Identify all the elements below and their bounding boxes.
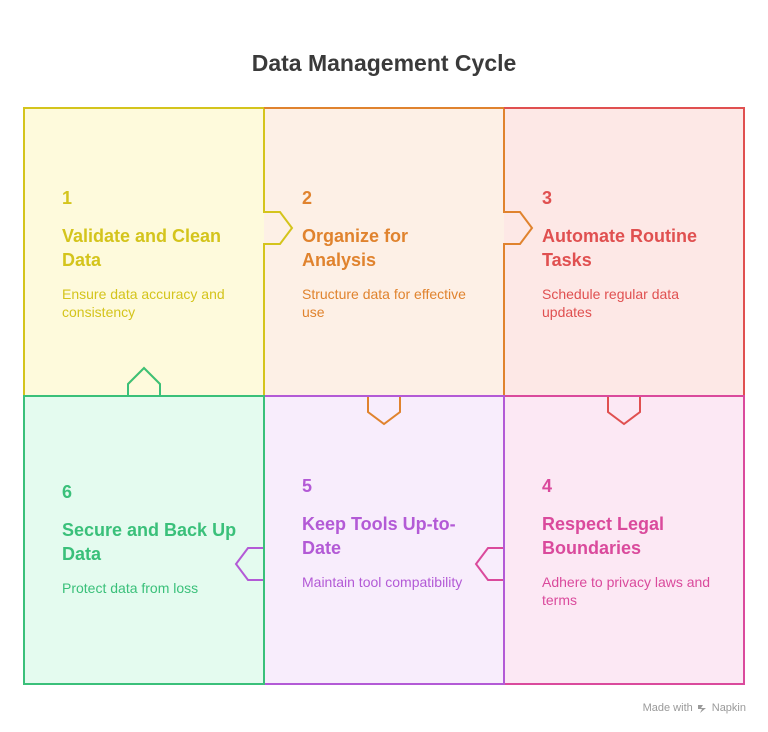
- napkin-watermark: Made with Napkin: [643, 702, 746, 714]
- cell-bg-1: [24, 108, 264, 396]
- step-description: Adhere to privacy laws and terms: [542, 574, 711, 608]
- step-description: Schedule regular data updates: [542, 286, 679, 320]
- step-number: 6: [62, 482, 73, 502]
- cell-border-2: [264, 107, 534, 426]
- step-description: Protect data from loss: [62, 580, 199, 596]
- step-heading: Automate Routine Tasks: [542, 226, 697, 270]
- napkin-logo-icon: [697, 704, 706, 713]
- step-number: 1: [62, 188, 73, 208]
- step-6: 6 Secure and Back Up Data Protect data f…: [24, 482, 264, 597]
- cell-border-5: [234, 395, 505, 685]
- cell-border-4: [474, 395, 745, 685]
- cell-border-3: [504, 107, 745, 426]
- step-heading: Respect Legal Boundaries: [542, 514, 665, 558]
- napkin-brand-label: Napkin: [711, 702, 746, 714]
- made-with-label: Made with: [642, 702, 693, 714]
- step-heading: Secure and Back Up Data: [62, 520, 237, 564]
- cell-bg-3: [504, 108, 744, 396]
- cell-bg-4: [504, 396, 744, 684]
- step-1: 1 Validate and Clean Data Ensure data ac…: [24, 188, 264, 321]
- step-number: 3: [542, 188, 553, 208]
- step-heading: Organize for Analysis: [302, 226, 409, 270]
- cell-bg-6: [24, 396, 264, 684]
- step-number: 2: [302, 188, 313, 208]
- diagram-title: Data Management Cycle: [251, 50, 517, 76]
- step-heading: Keep Tools Up-to-Date: [302, 514, 456, 558]
- cell-bg-5: [264, 396, 504, 684]
- step-description: Structure data for effective use: [302, 286, 466, 320]
- step-heading: Validate and Clean Data: [62, 226, 222, 270]
- step-5: 5 Keep Tools Up-to-Date Maintain tool co…: [264, 476, 504, 591]
- step-4: 4 Respect Legal Boundaries Adhere to pri…: [504, 476, 744, 609]
- step-description: Ensure data accuracy and consistency: [62, 286, 225, 320]
- cell-border-6: [23, 395, 265, 685]
- step-description: Maintain tool compatibility: [302, 574, 463, 590]
- step-3: 3 Automate Routine Tasks Schedule regula…: [504, 188, 744, 321]
- cell-bg-2: [264, 108, 504, 396]
- step-2: 2 Organize for Analysis Structure data f…: [264, 188, 504, 321]
- arrow-6-to-1: [127, 366, 161, 396]
- step-number: 5: [302, 476, 313, 496]
- step-number: 4: [542, 476, 553, 496]
